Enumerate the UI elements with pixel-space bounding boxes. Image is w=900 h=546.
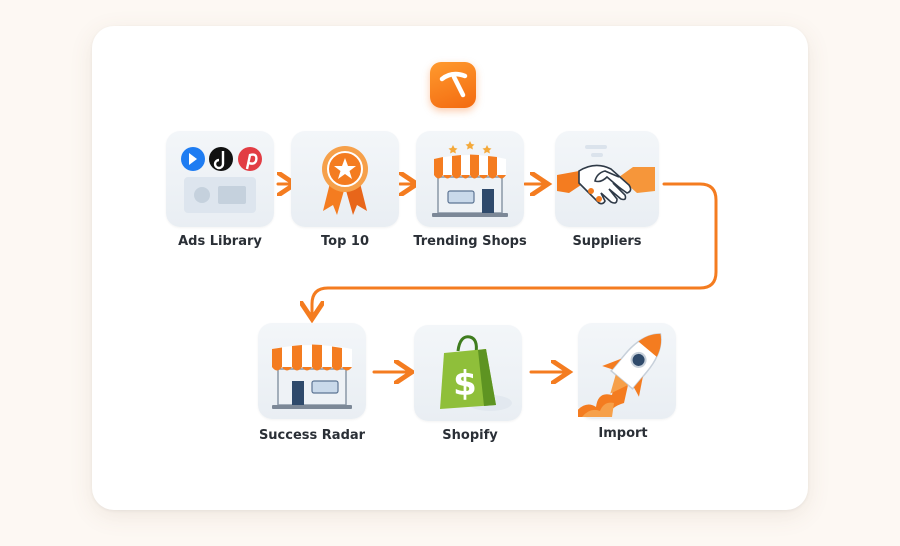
step-label: Top 10	[321, 234, 369, 249]
step-success-radar[interactable]	[258, 323, 366, 419]
step-label: Shopify	[442, 428, 498, 443]
step-label: Trending Shops	[413, 234, 527, 249]
step-ads-library[interactable]	[166, 131, 274, 227]
storefront-icon	[272, 344, 352, 409]
step-trending-shops[interactable]	[416, 131, 524, 227]
svg-text:$: $	[453, 364, 477, 404]
arrow-4	[312, 182, 718, 316]
shopify-bag-icon: $	[440, 335, 512, 411]
award-ribbon-icon	[322, 146, 368, 215]
pickaxe-icon[interactable]	[430, 62, 476, 108]
step-label: Suppliers	[572, 234, 642, 249]
storefront-icon	[432, 141, 508, 217]
rocket-icon	[578, 333, 662, 417]
handshake-icon	[557, 145, 655, 205]
step-shopify[interactable]: $	[414, 325, 522, 421]
step-label: Ads Library	[178, 234, 262, 249]
step-label: Import	[598, 426, 648, 441]
step-suppliers[interactable]	[555, 131, 659, 227]
step-label: Success Radar	[258, 428, 366, 443]
step-import[interactable]	[578, 323, 676, 419]
step-top-10[interactable]	[291, 131, 399, 227]
ads-library-icon	[181, 147, 262, 213]
